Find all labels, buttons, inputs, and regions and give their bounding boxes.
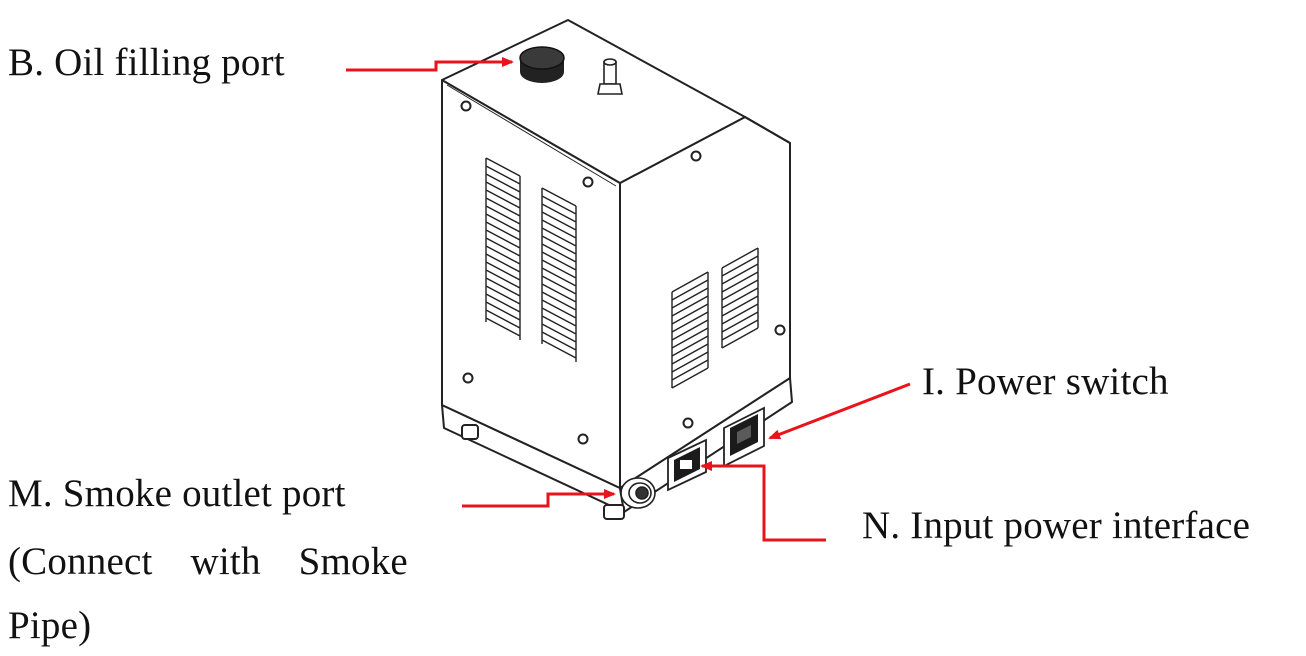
top-fitting-icon bbox=[597, 58, 623, 95]
power-switch-icon bbox=[723, 406, 765, 468]
label-smoke-outlet-line1: M. Smoke outlet port bbox=[8, 472, 346, 515]
pointer-arrows bbox=[346, 57, 911, 542]
label-smoke-outlet-line3: Pipe) bbox=[8, 604, 92, 647]
label-power-switch: I. Power switch bbox=[922, 360, 1169, 403]
left-vents bbox=[484, 153, 577, 362]
oil-filling-cap-icon bbox=[519, 46, 565, 83]
label-smoke-outlet-line2: (Connect with Smoke bbox=[8, 540, 408, 583]
arrow-power-switch bbox=[768, 382, 911, 440]
machine-foot-front bbox=[603, 504, 625, 520]
arrow-oil-filling bbox=[346, 57, 514, 72]
arrow-input-power bbox=[700, 461, 826, 542]
smoke-outlet-fitting-icon bbox=[620, 477, 656, 509]
label-oil-filling-port: B. Oil filling port bbox=[8, 41, 285, 84]
machine-foot-left bbox=[461, 424, 479, 440]
label-input-power-interface: N. Input power interface bbox=[862, 504, 1251, 547]
arrow-smoke-outlet bbox=[462, 489, 616, 508]
machine-screws bbox=[460, 100, 786, 445]
right-vents bbox=[671, 247, 759, 389]
input-power-interface-icon bbox=[667, 438, 707, 492]
